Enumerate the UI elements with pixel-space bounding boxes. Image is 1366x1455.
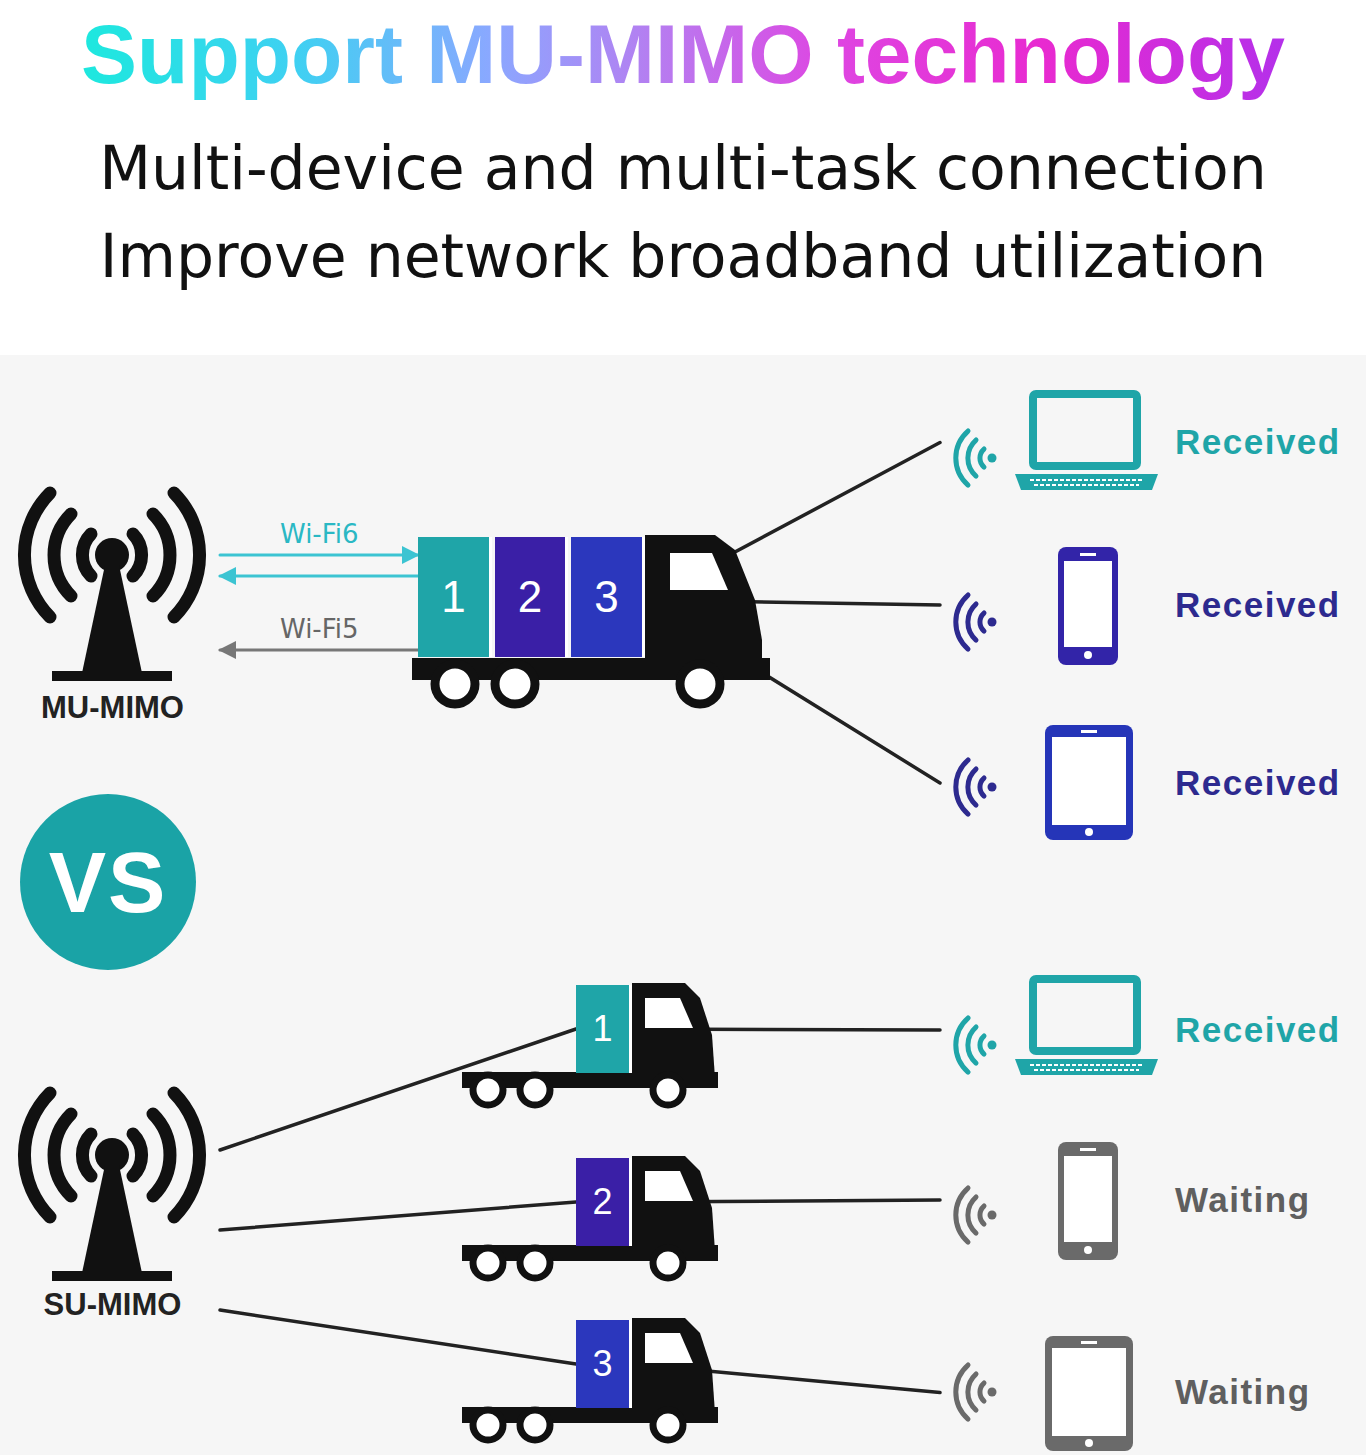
cargo-box: 3	[576, 1320, 632, 1408]
wave-icon	[956, 1018, 997, 1072]
tower-icon	[24, 1093, 199, 1281]
wifi-arrow	[220, 1310, 576, 1364]
box-number: 2	[518, 572, 542, 623]
phone	[1058, 547, 1118, 665]
cargo-box: 1	[576, 985, 632, 1073]
cargo-box: 1	[418, 537, 492, 657]
tablet	[1045, 1336, 1133, 1451]
subtitle-text: Multi-device and multi-task connection	[99, 128, 1266, 208]
wave-icon	[956, 1188, 997, 1242]
phone	[1058, 1142, 1118, 1260]
status-label: Received	[1175, 763, 1341, 803]
cargo-box: 3	[571, 537, 645, 657]
cargo-box: 2	[495, 537, 568, 657]
link-label: Wi-Fi5	[280, 614, 359, 644]
wave-icon	[956, 760, 997, 814]
box-number: 1	[592, 1008, 612, 1049]
figure-part	[670, 553, 728, 590]
device-node: Waiting	[940, 1335, 1311, 1450]
device-node: Received	[940, 390, 1341, 495]
subtitle-row: Improve network broadband utilization	[0, 216, 1366, 296]
box-number: 1	[441, 572, 465, 623]
wifi-arrow	[220, 554, 418, 557]
wifi-arrow	[645, 443, 940, 601]
wave-icon	[956, 1365, 997, 1419]
vs-text: VS	[49, 833, 168, 932]
badge-fill	[20, 794, 196, 970]
device-node: Waiting	[940, 1140, 1311, 1260]
status-label: Waiting	[1175, 1372, 1311, 1412]
link-label: Wi-Fi6	[280, 519, 359, 549]
antenna-node: SU-MIMO	[5, 1065, 220, 1327]
figure-part	[680, 664, 720, 704]
subtitle-row: Multi-device and multi-task connection	[0, 128, 1366, 208]
subtitle-text: Improve network broadband utilization	[100, 216, 1266, 296]
laptop	[1015, 394, 1158, 490]
status-label: Received	[1175, 422, 1341, 462]
antenna-node: MU-MIMO	[5, 465, 220, 730]
title-text: Support MU-MIMO technology	[81, 4, 1285, 104]
cargo-truck	[412, 535, 770, 704]
status-label: Received	[1175, 1010, 1341, 1050]
device-node: Received	[940, 545, 1341, 665]
wifi-arrow	[220, 575, 418, 578]
vs-badge: VS	[20, 794, 196, 970]
wave-icon	[956, 431, 997, 485]
laptop	[1015, 979, 1158, 1075]
status-label: Received	[1175, 585, 1341, 625]
tower-icon	[24, 493, 199, 681]
status-label: Waiting	[1175, 1180, 1311, 1220]
panel-ground	[0, 355, 1366, 1455]
box-number: 3	[594, 572, 618, 623]
tablet	[1045, 725, 1133, 840]
truck-icon	[462, 1156, 718, 1278]
box-number: 2	[592, 1181, 612, 1222]
wifi-arrow	[220, 1202, 576, 1230]
title-row: Support MU-MIMO technology	[0, 4, 1366, 104]
tower-label: MU-MIMO	[41, 690, 184, 726]
wifi-arrow	[220, 649, 418, 652]
tower-label: SU-MIMO	[44, 1287, 182, 1323]
device-node: Received	[940, 722, 1341, 844]
truck-icon	[462, 983, 718, 1105]
wave-icon	[956, 595, 997, 649]
cargo-box: 2	[576, 1158, 632, 1246]
device-node: Received	[940, 975, 1341, 1085]
truck-icon	[462, 1318, 718, 1440]
box-number: 3	[592, 1343, 612, 1384]
figure-part	[495, 664, 535, 704]
figure-part	[435, 664, 475, 704]
